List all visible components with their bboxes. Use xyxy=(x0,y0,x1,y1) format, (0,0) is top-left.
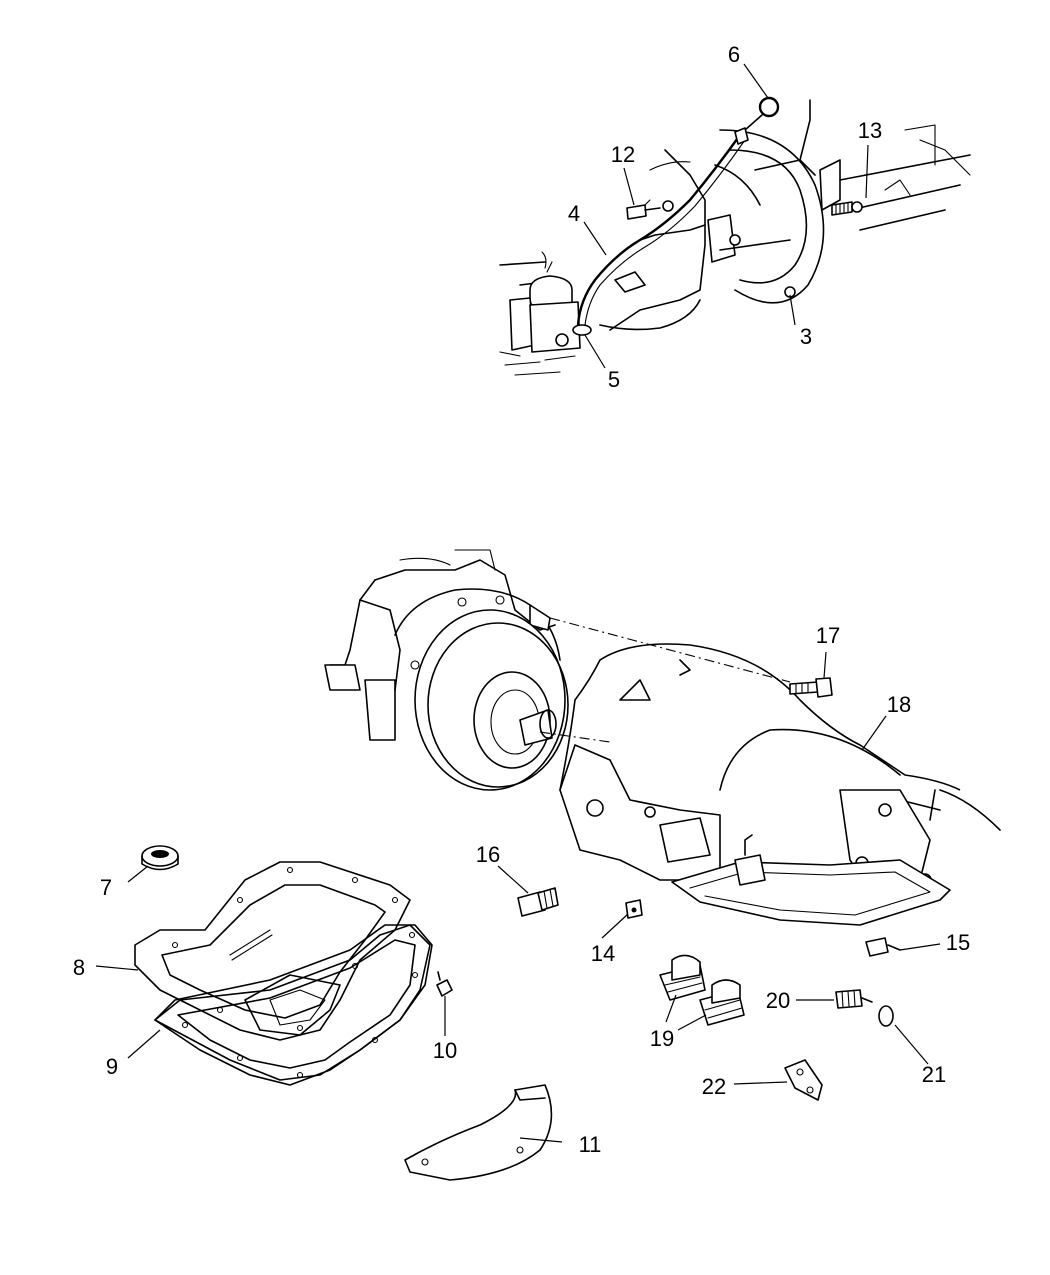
solenoid-part-19 xyxy=(659,954,745,1026)
callout-20: 20 xyxy=(766,988,790,1013)
leader-lines xyxy=(95,63,941,1143)
seal-part-7 xyxy=(141,845,179,871)
callout-19: 19 xyxy=(650,1026,674,1051)
callout-21: 21 xyxy=(922,1062,946,1087)
callout-22: 22 xyxy=(702,1074,726,1099)
callout-9: 9 xyxy=(106,1054,118,1079)
bolt-part-17 xyxy=(789,677,833,698)
callout-17: 17 xyxy=(816,623,840,648)
shield-part-11 xyxy=(404,1084,553,1181)
callout-15: 15 xyxy=(946,930,970,955)
bracket-part-22 xyxy=(784,1059,823,1101)
bolt-part-10 xyxy=(436,971,453,997)
lower-assembly-drawing xyxy=(324,549,1001,926)
callout-16: 16 xyxy=(476,842,500,867)
oil-pan-part-9 xyxy=(154,924,433,1086)
callout-labels: 3 4 5 6 7 8 9 10 11 12 13 14 15 16 17 18… xyxy=(73,42,970,1157)
callout-6: 6 xyxy=(728,42,740,67)
o-ring-part-21 xyxy=(878,1005,894,1027)
callout-14: 14 xyxy=(591,941,615,966)
callout-18: 18 xyxy=(887,692,911,717)
callout-3: 3 xyxy=(800,324,812,349)
callout-8: 8 xyxy=(73,955,85,980)
callout-10: 10 xyxy=(433,1038,457,1063)
clip-part-14 xyxy=(625,899,643,919)
plug-part-16 xyxy=(517,887,559,917)
callout-4: 4 xyxy=(568,201,580,226)
callout-12: 12 xyxy=(611,142,635,167)
callout-13: 13 xyxy=(858,118,882,143)
callout-7: 7 xyxy=(100,875,112,900)
upper-assembly-drawing xyxy=(499,96,971,376)
sensor-part-20 xyxy=(835,989,873,1009)
callout-5: 5 xyxy=(608,367,620,392)
sensor-part-15 xyxy=(865,937,901,957)
callout-11: 11 xyxy=(579,1132,602,1157)
